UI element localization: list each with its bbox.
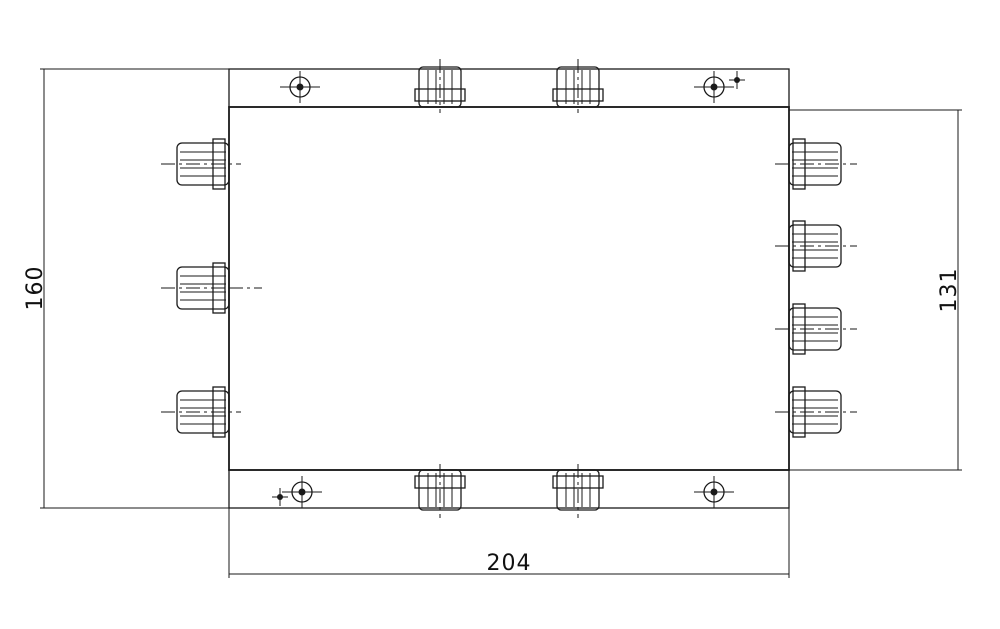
cable-glands — [161, 59, 857, 518]
hole-marker-icon — [729, 71, 745, 89]
dimension-width: 204 — [228, 508, 790, 578]
mounting-hole-icon — [282, 476, 322, 508]
cable-gland-icon — [552, 464, 604, 518]
hole-marker-icon — [272, 488, 288, 506]
cable-gland-icon — [775, 386, 857, 438]
top-flange — [228, 68, 790, 108]
cable-gland-icon — [161, 386, 241, 438]
cable-gland-icon — [775, 220, 857, 272]
cable-gland-icon — [414, 59, 466, 113]
mounting-hole-icon — [280, 71, 320, 103]
cable-gland-icon — [775, 303, 857, 355]
cable-gland-icon — [161, 138, 241, 190]
cable-gland-icon — [552, 59, 604, 113]
dimension-side-height: 131 — [789, 109, 962, 471]
mounting-hole-icon — [694, 476, 734, 508]
dimension-overall-height: 160 — [23, 68, 229, 509]
mounting-hole-icon — [694, 71, 734, 103]
cable-gland-icon — [775, 138, 857, 190]
dim-label-131: 131 — [937, 268, 962, 313]
box-body — [228, 106, 790, 471]
dim-label-204: 204 — [487, 551, 532, 576]
cable-gland-icon — [414, 464, 466, 518]
mounting-holes — [272, 71, 745, 508]
dim-label-160: 160 — [23, 266, 48, 311]
